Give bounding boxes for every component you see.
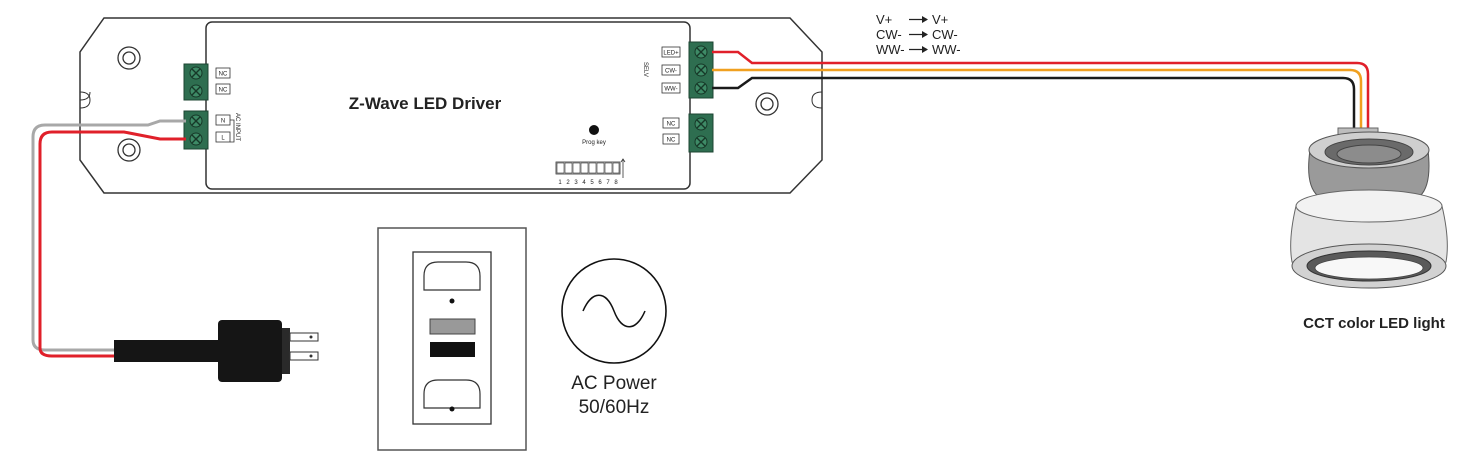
arrow-right-icon <box>909 31 928 38</box>
ac-input-label: AC INPUT <box>234 113 240 141</box>
prog-key-label: Prog key <box>582 140 606 146</box>
terminal-label: LED+ <box>663 51 679 57</box>
terminal-label: WW- <box>664 87 677 93</box>
terminal-screw-icon <box>694 81 708 95</box>
output-terminal-block <box>688 41 714 99</box>
wire-cw-minus <box>712 68 1363 128</box>
terminal-label: NC <box>219 88 228 94</box>
terminal-screw-icon <box>189 84 203 98</box>
dip-switch[interactable] <box>555 158 626 178</box>
svg-text:5: 5 <box>590 180 594 186</box>
left-nc-terminal-block <box>183 63 209 101</box>
wire-live-red <box>38 130 186 358</box>
terminal-screw-icon <box>694 117 708 131</box>
ac-power-label: AC Power <box>571 373 657 394</box>
svg-text:4: 4 <box>582 180 586 186</box>
screw-hole-icon <box>117 138 141 162</box>
terminal-label: NC <box>667 122 676 128</box>
wire-from-label: V+ <box>876 12 892 27</box>
wire-from-label: CW- <box>876 27 902 42</box>
driver-title: Z-Wave LED Driver <box>349 94 502 113</box>
terminal-label: N <box>221 119 225 125</box>
svg-text:1: 1 <box>558 180 562 186</box>
terminal-label: NC <box>219 72 228 78</box>
terminal-label: L <box>221 136 225 142</box>
wire-from-label: WW- <box>876 42 905 57</box>
arrow-right-icon <box>909 46 928 53</box>
screw-hole-icon <box>755 92 779 116</box>
svg-text:3: 3 <box>574 180 578 186</box>
screw-hole-icon <box>117 46 141 70</box>
svg-text:8: 8 <box>614 180 618 186</box>
terminal-screw-icon <box>189 132 203 146</box>
led-driver: Z-Wave LED Driver NC NC <box>79 17 823 194</box>
power-plug-icon <box>114 320 319 382</box>
terminal-screw-icon <box>189 66 203 80</box>
prog-key-button[interactable] <box>589 125 599 135</box>
terminal-screw-icon <box>694 63 708 77</box>
cct-led-light-icon <box>1290 127 1448 289</box>
svg-text:2: 2 <box>566 180 570 186</box>
right-nc-terminal-block <box>688 113 714 153</box>
wire-mapping-legend: V+ V+ CW- CW- WW- WW- <box>876 12 961 57</box>
terminal-label: CW- <box>665 69 677 75</box>
dip-switch-numbers: 1 2 3 4 5 6 7 8 <box>558 180 618 186</box>
led-light-label: CCT color LED light <box>1303 315 1445 332</box>
wire-v-plus <box>712 50 1370 128</box>
selv-label: SELV <box>642 62 648 77</box>
terminal-screw-icon <box>694 45 708 59</box>
terminal-label: NC <box>667 138 676 144</box>
ac-frequency-label: 50/60Hz <box>579 397 650 418</box>
wire-to-label: WW- <box>932 42 961 57</box>
ac-input-terminal-block <box>183 110 209 150</box>
terminal-screw-icon <box>694 135 708 149</box>
wire-to-label: CW- <box>932 27 958 42</box>
output-wires <box>712 50 1370 128</box>
driver-body <box>205 21 691 190</box>
wire-ww-minus <box>712 76 1356 128</box>
input-wires <box>31 119 186 358</box>
svg-text:6: 6 <box>598 180 602 186</box>
svg-text:7: 7 <box>606 180 610 186</box>
wall-outlet-icon <box>377 227 527 451</box>
terminal-screw-icon <box>189 114 203 128</box>
wire-to-label: V+ <box>932 12 948 27</box>
arrow-right-icon <box>909 16 928 23</box>
ac-power-symbol-icon <box>561 258 667 364</box>
